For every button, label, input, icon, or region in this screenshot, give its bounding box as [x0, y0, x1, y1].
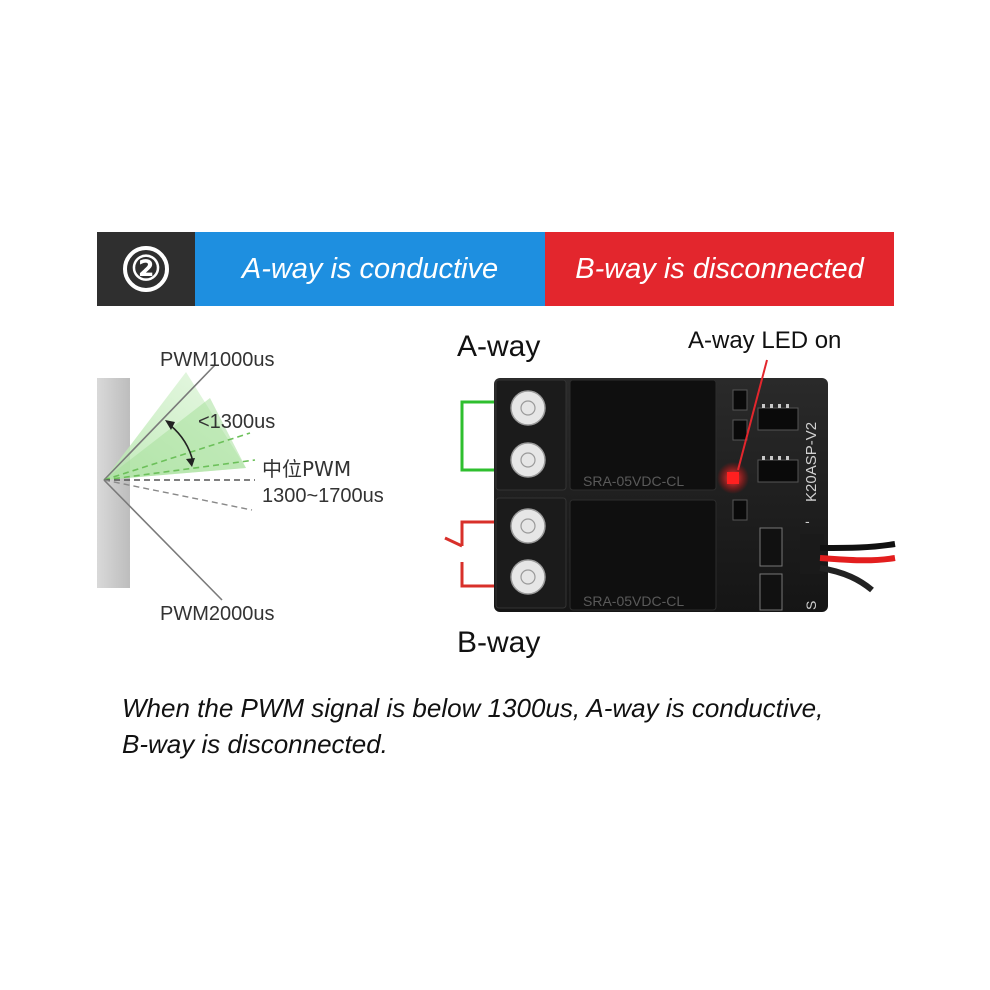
pwm2000-line	[103, 479, 223, 601]
pwm1000-line	[103, 364, 216, 481]
led-note: A-way LED on	[688, 327, 841, 354]
step-number: ②	[123, 246, 169, 292]
b-way-wire	[460, 520, 500, 546]
threshold-label: <1300us	[198, 411, 275, 433]
board-model: K20ASP-V2	[803, 422, 820, 502]
relay-b-text: SRA-05VDC-CL	[583, 593, 684, 609]
center-title-label: 中位PWM	[262, 457, 351, 481]
center-range-label: 1300~1700us	[262, 485, 384, 507]
pwm-min-label: PWM1000us	[160, 349, 275, 371]
pin-signal: S	[803, 601, 819, 610]
a-way-status: A-way is conductive	[195, 232, 545, 306]
a-way-wire	[460, 400, 500, 472]
step-badge: ②	[97, 232, 195, 306]
relay-b	[569, 499, 717, 611]
a-way-led	[727, 472, 739, 484]
b-way-status: B-way is disconnected	[545, 232, 894, 306]
a-way-label: A-way	[457, 330, 540, 363]
pwm-max-label: PWM2000us	[160, 603, 275, 625]
pin-minus: -	[805, 513, 810, 529]
caption: When the PWM signal is below 1300us, A-w…	[122, 693, 824, 759]
b-way-label: B-way	[457, 626, 540, 659]
relay-a	[569, 379, 717, 491]
relay-a-text: SRA-05VDC-CL	[583, 473, 684, 489]
header-banner: ② A-way is conductive B-way is disconnec…	[97, 232, 894, 306]
led-pointer	[737, 359, 768, 471]
servo-mount-wall	[97, 378, 130, 588]
